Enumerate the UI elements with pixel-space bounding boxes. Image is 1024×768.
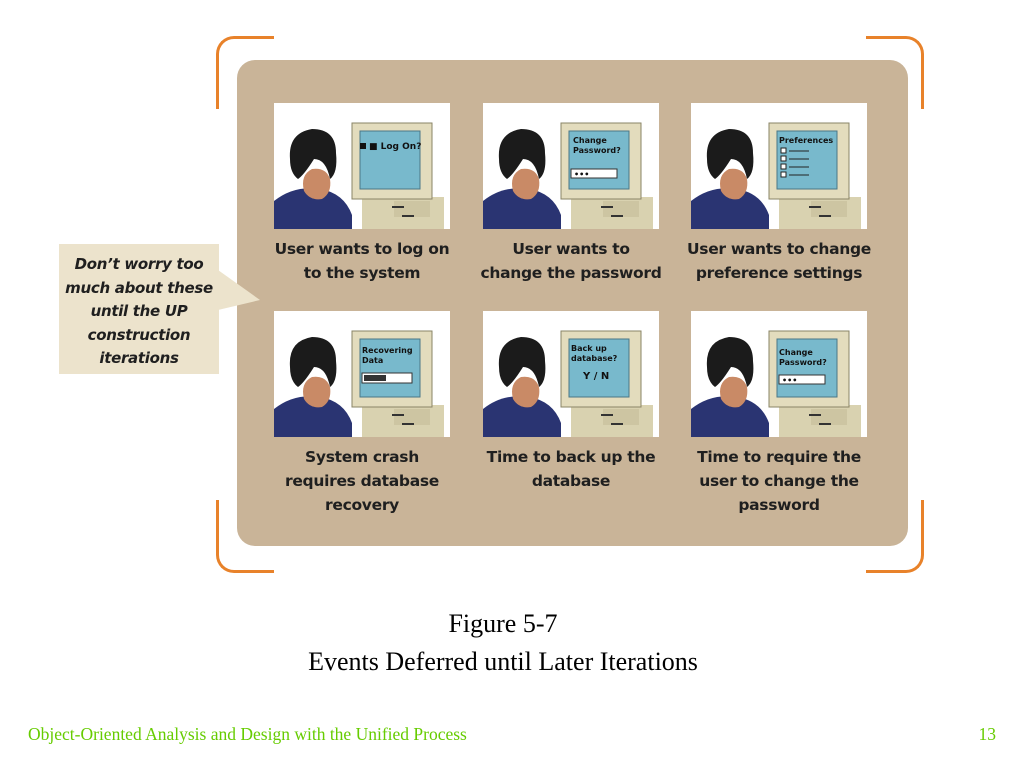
screen-text-password-dots: ••• (574, 170, 589, 179)
footer-course-title: Object-Oriented Analysis and Design with… (28, 724, 467, 744)
screen-text-line-2: Password? (779, 358, 827, 367)
user-at-computer-illustration: Back up database? Y / N (483, 311, 659, 437)
screen-text-password-dots: ••• (782, 376, 797, 385)
frame-corner-top-left (216, 36, 274, 109)
screen-text-line-1: Recovering (362, 346, 413, 355)
screen-text-line-1: Back up (571, 344, 607, 353)
user-at-computer-illustration: Change Password? ••• (483, 103, 659, 229)
note-callout-text: Don’t worry too much about these until t… (65, 255, 213, 367)
footer-page-number: 13 (978, 724, 997, 744)
screen-text-preferences: Preferences (779, 136, 833, 145)
event-caption-back-up-database: Time to back up the database (486, 448, 656, 490)
screen-text-line-1: Change (779, 348, 813, 357)
screen-text-yes-no: Y / N (582, 371, 609, 382)
event-caption-change-password: User wants to change the password (480, 240, 662, 282)
screen-text-line-1: Change (573, 136, 607, 145)
frame-corner-bottom-left (216, 500, 274, 573)
event-caption-database-recovery: System crash requires database recovery (285, 448, 439, 514)
figure-panel: ■ Log On? User wants to log on to the sy… (237, 60, 908, 546)
screen-text-line-2: database? (571, 354, 618, 363)
user-at-computer-illustration: Preferences (691, 103, 867, 229)
event-caption-log-on: User wants to log on to the system (274, 240, 450, 282)
event-caption-preferences: User wants to change preference settings (687, 240, 871, 282)
note-callout-pointer (218, 270, 260, 310)
note-callout: Don’t worry too much about these until t… (59, 244, 219, 374)
user-at-computer-illustration: ■ Log On? (274, 103, 450, 229)
user-at-computer-illustration: Change Password? ••• (691, 311, 867, 437)
figure-number: Figure 5-7 (448, 609, 558, 638)
screen-text-line-2: Data (362, 356, 383, 365)
figure-title: Events Deferred until Later Iterations (308, 647, 698, 676)
user-at-computer-illustration: Recovering Data (274, 311, 450, 437)
screen-text-log-on: ■ Log On? (369, 142, 421, 152)
frame-corner-top-right (866, 36, 924, 109)
screen-text-line-2: Password? (573, 146, 621, 155)
event-caption-require-password-change: Time to require the user to change the p… (697, 448, 861, 514)
frame-corner-bottom-right (866, 500, 924, 573)
